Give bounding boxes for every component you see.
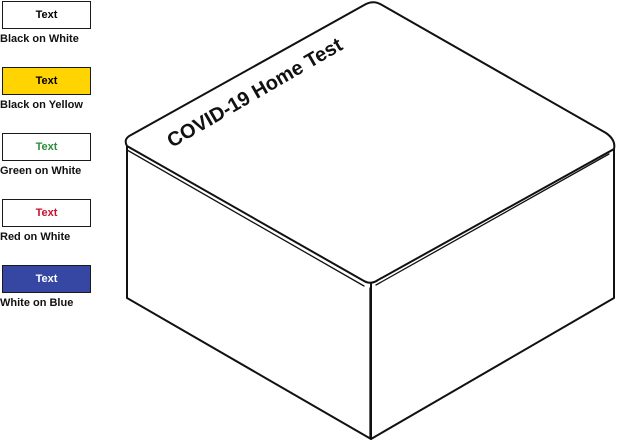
swatch-box: Text [2, 133, 91, 161]
swatch-box: Text [2, 199, 91, 227]
swatch-1: Text Black on Yellow [0, 67, 91, 111]
box-bevel-right [375, 153, 610, 286]
swatch-caption: Green on White [0, 165, 82, 177]
swatch-text: Text [35, 75, 58, 87]
swatch-4: Text White on Blue [0, 265, 91, 309]
swatch-text: Text [35, 9, 58, 21]
swatch-text: Text [35, 207, 58, 219]
swatch-caption: White on Blue [0, 297, 74, 309]
box-top-face [124, 1, 616, 284]
swatch-caption: Black on Yellow [0, 99, 83, 111]
swatch-box: Text [2, 67, 91, 95]
swatch-2: Text Green on White [0, 133, 91, 177]
box-bevel-left [126, 149, 365, 287]
swatch-caption: Black on White [0, 33, 79, 45]
swatch-3: Text Red on White [0, 199, 91, 243]
swatch-text: Text [35, 273, 58, 285]
swatch-box: Text [2, 1, 91, 29]
swatch-text: Text [35, 141, 58, 153]
swatch-box: Text [2, 265, 91, 293]
swatch-0: Text Black on White [0, 1, 91, 45]
swatch-caption: Red on White [0, 231, 71, 243]
box-outline [124, 1, 616, 440]
